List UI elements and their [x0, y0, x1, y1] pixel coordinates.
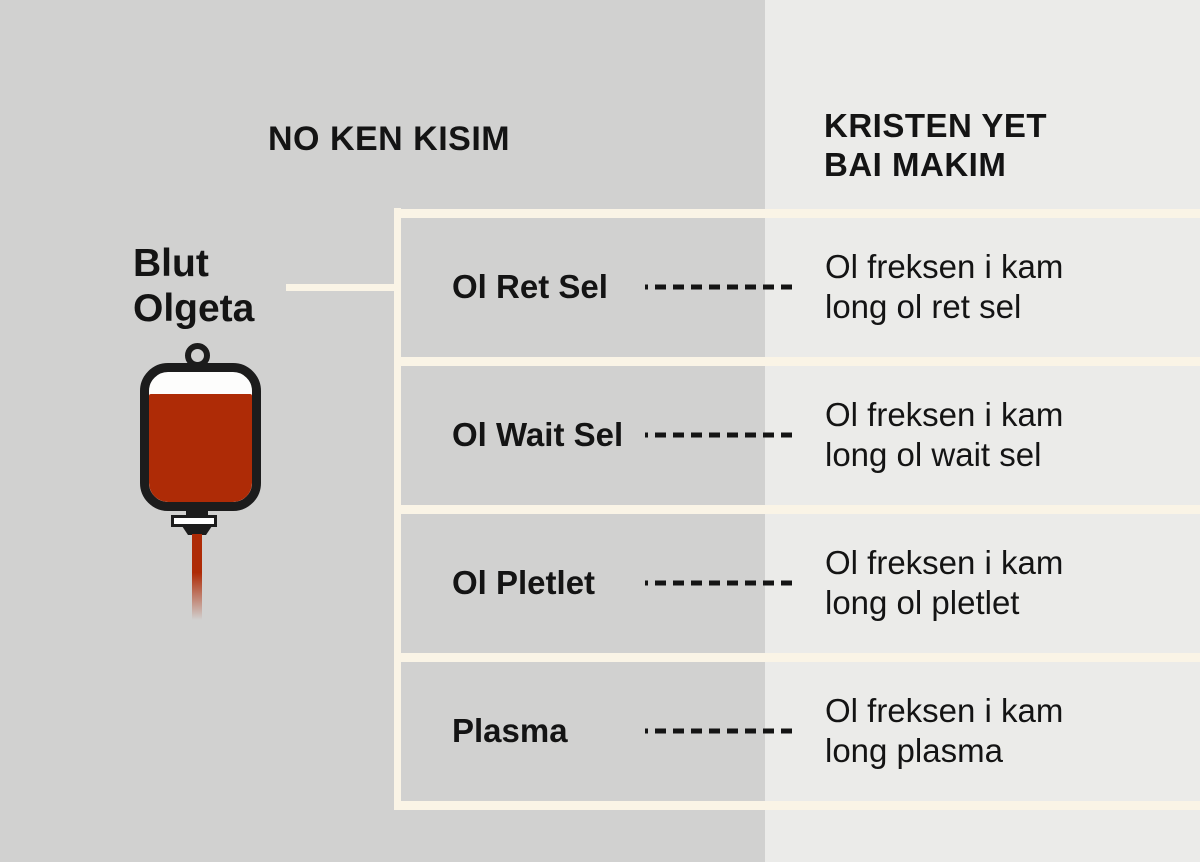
bag-port-stem [186, 509, 208, 517]
table-border-row1-row2 [394, 357, 1200, 366]
bag-blood-fill [149, 394, 252, 502]
bag-port-taper [182, 526, 212, 535]
source-label-blut-olgeta: Blut Olgeta [133, 241, 254, 331]
row-description-line-2: long ol wait sel [825, 436, 1042, 473]
row-description-line-1: Ol freksen i kam [825, 396, 1064, 433]
dashed-connector [645, 728, 792, 734]
bag-body-icon [140, 363, 261, 511]
column-header-no-ken-kisim: NO KEN KISIM [268, 120, 511, 158]
component-row-pletlet: Ol Pletlet Ol freksen i kam long ol plet… [394, 514, 1200, 652]
bag-port-flange [171, 515, 217, 527]
dashed-connector [645, 580, 792, 586]
left-column-background [0, 0, 765, 862]
row-description-line-1: Ol freksen i kam [825, 248, 1064, 285]
table-border-top [394, 209, 1200, 218]
row-description: Ol freksen i kam long ol ret sel [825, 247, 1063, 327]
component-row-wait-sel: Ol Wait Sel Ol freksen i kam long ol wai… [394, 366, 1200, 504]
source-connector-line [286, 284, 398, 291]
bag-tube [192, 534, 202, 620]
right-column-background [765, 0, 1200, 862]
table-border-bottom [394, 801, 1200, 810]
table-border-row2-row3 [394, 505, 1200, 514]
row-description-line-2: long ol ret sel [825, 288, 1022, 325]
row-description: Ol freksen i kam long plasma [825, 691, 1063, 771]
source-label-line-2: Olgeta [133, 287, 255, 330]
table-left-border [394, 208, 401, 810]
column-header-kristen-yet-bai-makim: KRISTEN YET BAI MAKIM [824, 106, 1047, 184]
row-description: Ol freksen i kam long ol wait sel [825, 395, 1063, 475]
dashed-connector [645, 432, 792, 438]
component-row-plasma: Plasma Ol freksen i kam long plasma [394, 662, 1200, 800]
source-label-line-1: Blut [133, 242, 209, 285]
row-label: Ol Wait Sel [452, 416, 624, 453]
dashed-connector [645, 284, 792, 290]
table-border-row3-row4 [394, 653, 1200, 662]
row-label: Ol Ret Sel [452, 268, 608, 305]
row-description: Ol freksen i kam long ol pletlet [825, 543, 1063, 623]
row-description-line-1: Ol freksen i kam [825, 544, 1064, 581]
row-label: Plasma [452, 712, 568, 749]
header-line-1: KRISTEN YET [824, 107, 1048, 144]
row-description-line-2: long ol pletlet [825, 584, 1020, 621]
row-description-line-1: Ol freksen i kam [825, 692, 1064, 729]
header-line-2: BAI MAKIM [824, 146, 1007, 183]
row-label: Ol Pletlet [452, 564, 596, 601]
component-row-ret-sel: Ol Ret Sel Ol freksen i kam long ol ret … [394, 218, 1200, 356]
row-description-line-2: long plasma [825, 732, 1003, 769]
